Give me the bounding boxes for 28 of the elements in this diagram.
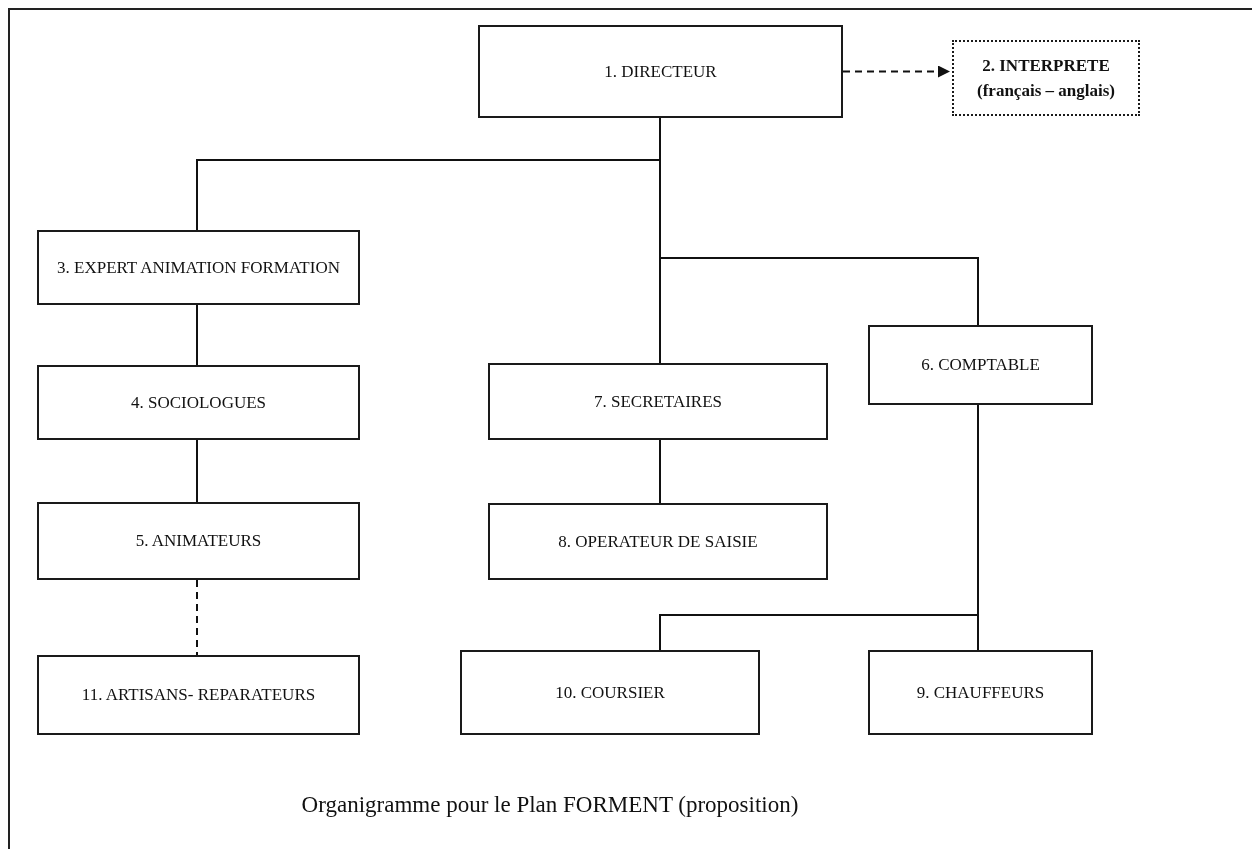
position-title: 9. CHAUFFEURS [916, 681, 1045, 704]
position-title: 6. COMPTABLE [921, 354, 1040, 377]
position-box [37, 230, 360, 305]
connector-line [196, 304, 198, 366]
position-title: 11. ARTISANS- REPARATEURS [81, 684, 316, 707]
connector-line [659, 439, 661, 504]
position-box [460, 650, 760, 735]
position-box [478, 25, 843, 118]
position-title: 8. OPERATEUR DE SAISIE [558, 530, 758, 553]
position-title: 2. INTERPRETE (français – anglais) [976, 54, 1116, 102]
position-title: 7. SECRETAIRES [593, 390, 722, 413]
position-box [868, 650, 1093, 735]
position-box [488, 503, 828, 580]
position-box [868, 325, 1093, 405]
connector-line [196, 439, 198, 503]
position-title: 10. COURSIER [555, 681, 665, 704]
position-box [37, 655, 360, 735]
position-box [37, 502, 360, 580]
position-title: 3. EXPERT ANIMATION FORMATION [57, 256, 340, 279]
position-box [952, 40, 1140, 116]
arrow [842, 65, 951, 78]
position-title: 4. SOCIOLOGUES [130, 391, 267, 414]
connector-line [196, 579, 198, 656]
position-title: 5. ANIMATEURS [135, 530, 262, 553]
position-title: 1. DIRECTEUR [604, 60, 717, 83]
caption: Organigramme pour le Plan FORMENT (proposition) [300, 792, 800, 818]
position-box [37, 365, 360, 440]
position-box [488, 363, 828, 440]
